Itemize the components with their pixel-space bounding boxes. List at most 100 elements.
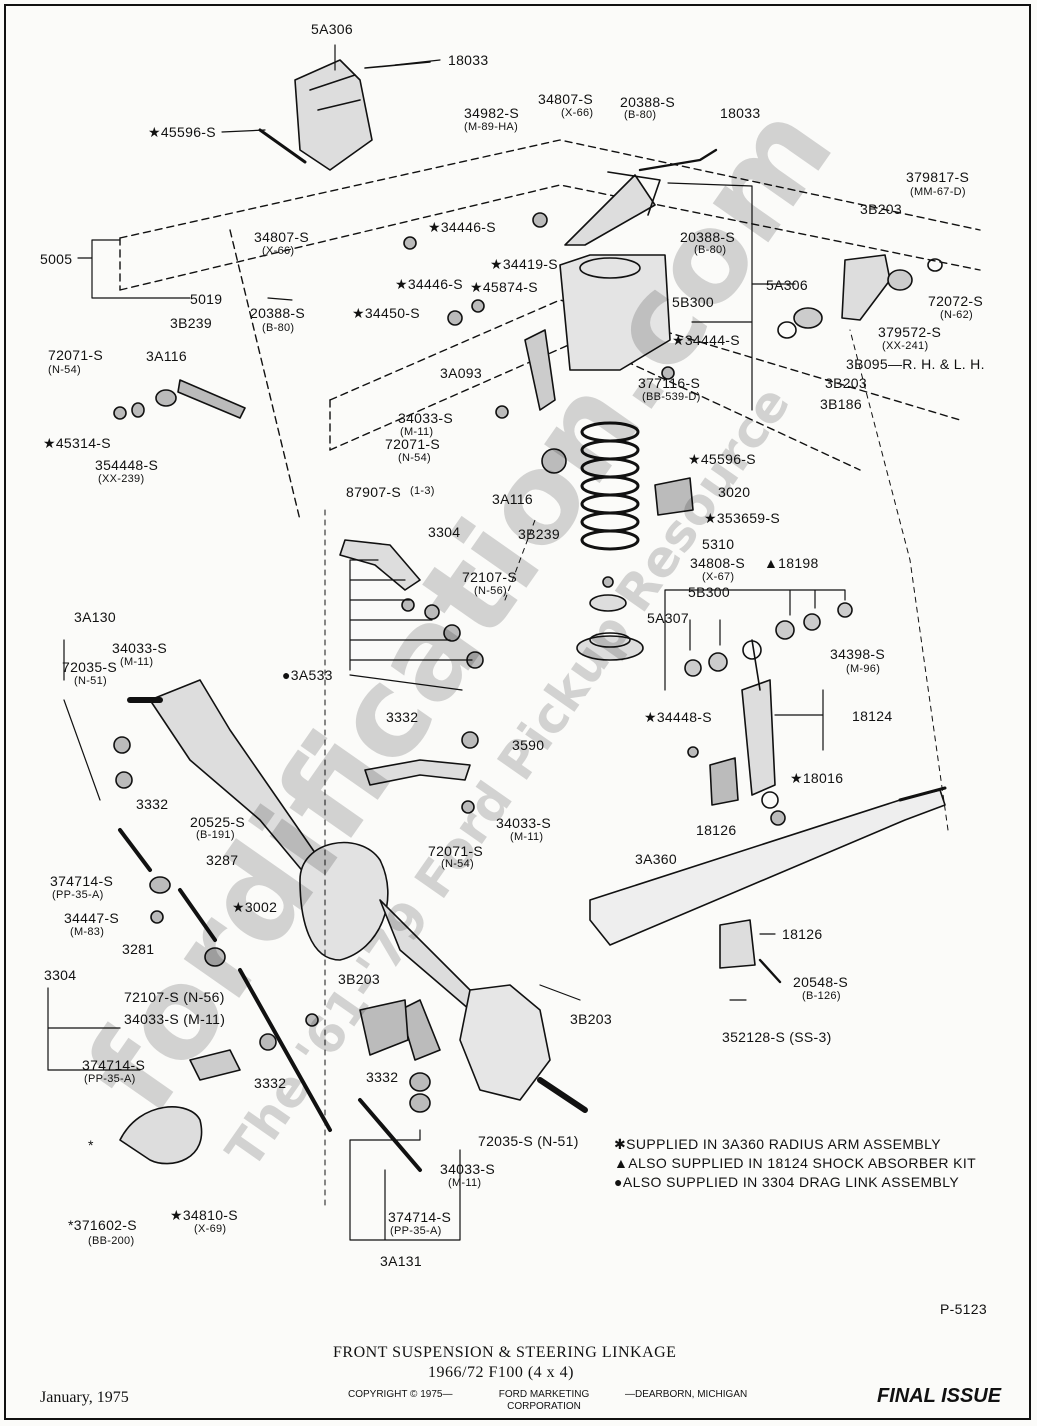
callout-34033-s-top-sub: (M-11)	[400, 426, 434, 438]
callout-34446-s-a: ★34446-S	[428, 219, 496, 235]
callout-72071-s-low: 72071-S	[428, 843, 484, 859]
callout-374714-s-mid: 374714-S	[82, 1057, 146, 1073]
spring-tower	[524, 254, 671, 411]
callout-3020: 3020	[718, 484, 751, 500]
callout-34807-s-left-sub: (X-66)	[262, 245, 295, 257]
callout-34447-s: 34447-S	[64, 910, 120, 926]
callout-72107-s-top-sub: (N-56)	[474, 585, 507, 597]
callout-34807-s-top: 34807-S	[538, 91, 594, 107]
callout-72035-s-left-sub: (N-51)	[74, 675, 107, 687]
callout-72035-s-low: 72035-S (N-51)	[478, 1133, 579, 1149]
radius-arm	[589, 786, 947, 984]
callout-5a306-mid: 5A306	[766, 277, 808, 293]
callout-20388-s-top-sub: (B-80)	[624, 109, 657, 121]
callout-3a116-mid: 3A116	[492, 491, 533, 507]
callout-72035-s-left: 72035-S	[62, 659, 118, 675]
callout-3304-top: 3304	[428, 524, 461, 540]
callout-3332-left: 3332	[136, 796, 169, 812]
callout-72072-s-sub: (N-62)	[940, 309, 973, 321]
callout-379572-s: 379572-S	[878, 324, 942, 340]
callout-34033-s-top: 34033-S	[398, 410, 454, 426]
callout-379817-s-sub: (MM-67-D)	[910, 186, 966, 198]
callout-34807-s-top-sub: (X-66)	[561, 107, 594, 119]
shock-bushings	[684, 602, 853, 677]
callout-5310: 5310	[702, 536, 735, 552]
callout-34810-s: ★34810-S	[170, 1207, 238, 1223]
callout-3b203-right: 3B203	[860, 201, 902, 217]
callout-3a116-top: 3A116	[146, 348, 187, 364]
callout-5b300-top: 5B300	[672, 294, 714, 310]
callout-18016: ★18016	[790, 770, 844, 786]
callout-374714-s-mid-sub: (PP-35-A)	[84, 1073, 136, 1085]
callout-3304-low: 3304	[44, 967, 77, 983]
callout-72071-s-mid: 72071-S	[385, 436, 441, 452]
callout-374714-s-bot-sub: (PP-35-A)	[390, 1225, 442, 1237]
footnote-shock-kit: ▲ALSO SUPPLIED IN 18124 SHOCK ABSORBER K…	[614, 1155, 977, 1171]
callout-34033-s-bot-sub: (M-11)	[448, 1177, 482, 1189]
callout-374714-s-left-sub: (PP-35-A)	[52, 889, 104, 901]
front-axle-housing	[127, 679, 588, 1113]
sheet-border	[4, 4, 1031, 1420]
leader-lines	[47, 44, 846, 1241]
radius-arm-bracket	[777, 254, 943, 339]
footnote-drag-link: ●ALSO SUPPLIED IN 3304 DRAG LINK ASSEMBL…	[614, 1174, 960, 1190]
callout-3281: 3281	[122, 941, 155, 957]
frame-rail	[119, 139, 981, 521]
callout-34807-s-left: 34807-S	[254, 229, 310, 245]
coil-spring	[580, 421, 640, 551]
callout-34444-s: ★34444-S	[672, 332, 740, 348]
callout-34982-s: 34982-S	[464, 105, 520, 121]
callout-5a306-top: 5A306	[311, 21, 353, 37]
callout-3590: 3590	[512, 737, 545, 753]
callout-72071-s-mid-sub: (N-54)	[398, 452, 431, 464]
callout-34033-s-left-sub: (M-11)	[120, 656, 154, 668]
callout-34810-s-sub: (X-69)	[194, 1223, 227, 1235]
callout-34446-s-b: ★34446-S	[395, 276, 463, 292]
callout-34033-s-midc-sub: (M-11)	[510, 831, 544, 843]
callout-18126-mid: 18126	[696, 822, 737, 838]
footer-company-line1: FORD MARKETING	[498, 1389, 590, 1400]
callout-20388-s-mid: 20388-S	[680, 229, 736, 245]
callout-20525-s-sub: (B-191)	[196, 829, 235, 841]
callout-87907-s: 87907-S	[346, 484, 402, 500]
callout-34450-s: ★34450-S	[352, 305, 420, 321]
drawing-number: P-5123	[940, 1301, 987, 1317]
callout-5a307: 5A307	[647, 610, 689, 626]
callout-3002: ★3002	[232, 899, 278, 915]
callout-34398-s: 34398-S	[830, 646, 886, 662]
callout-374714-s-left: 374714-S	[50, 873, 114, 889]
callout-72107-s-top: 72107-S	[462, 569, 518, 585]
footer-date: January, 1975	[40, 1389, 129, 1406]
callout-3a533: ●3A533	[282, 667, 333, 683]
callout-5005: 5005	[40, 251, 73, 267]
callout-5019: 5019	[190, 291, 223, 307]
callout-3332-low: 3332	[254, 1075, 287, 1091]
callout-20388-s-low-sub: (B-80)	[262, 322, 295, 334]
upper-spring-seat	[564, 148, 718, 246]
callout-18198: ▲18198	[764, 555, 819, 571]
group-divider-lines	[324, 329, 949, 1211]
callout-45874-s: ★45874-S	[470, 279, 538, 295]
callout-34398-s-sub: (M-96)	[846, 663, 881, 675]
callout-374714-s-bot: 374714-S	[388, 1209, 452, 1225]
callout-20525-s: 20525-S	[190, 814, 246, 830]
callout-3a131: 3A131	[380, 1253, 422, 1269]
callout-20548-s: 20548-S	[793, 974, 849, 990]
callout-72071-s-low-sub: (N-54)	[441, 858, 474, 870]
callout-5b300-mid: 5B300	[688, 584, 730, 600]
callout-34033-s-low: 34033-S (M-11)	[124, 1011, 226, 1027]
spring-seats	[576, 477, 694, 661]
callout-377116-s-sub: (BB-539-D)	[642, 391, 701, 403]
callout-3b203-mid: 3B203	[825, 375, 867, 391]
callout-34982-s-sub: (M-89-HA)	[464, 121, 519, 133]
callout-34033-s-bot: 34033-S	[440, 1161, 496, 1177]
callout-3a360: 3A360	[635, 851, 677, 867]
footer-company-line2: CORPORATION	[507, 1401, 581, 1412]
callout-72107-s-low: 72107-S (N-56)	[124, 989, 225, 1005]
callout-34419-s: ★34419-S	[490, 256, 558, 272]
callout-20388-s-low: 20388-S	[250, 305, 306, 321]
callout-18124: 18124	[852, 708, 893, 724]
callout-20548-s-sub: (B-126)	[802, 990, 841, 1002]
callout-3b239-mid: 3B239	[518, 526, 560, 542]
